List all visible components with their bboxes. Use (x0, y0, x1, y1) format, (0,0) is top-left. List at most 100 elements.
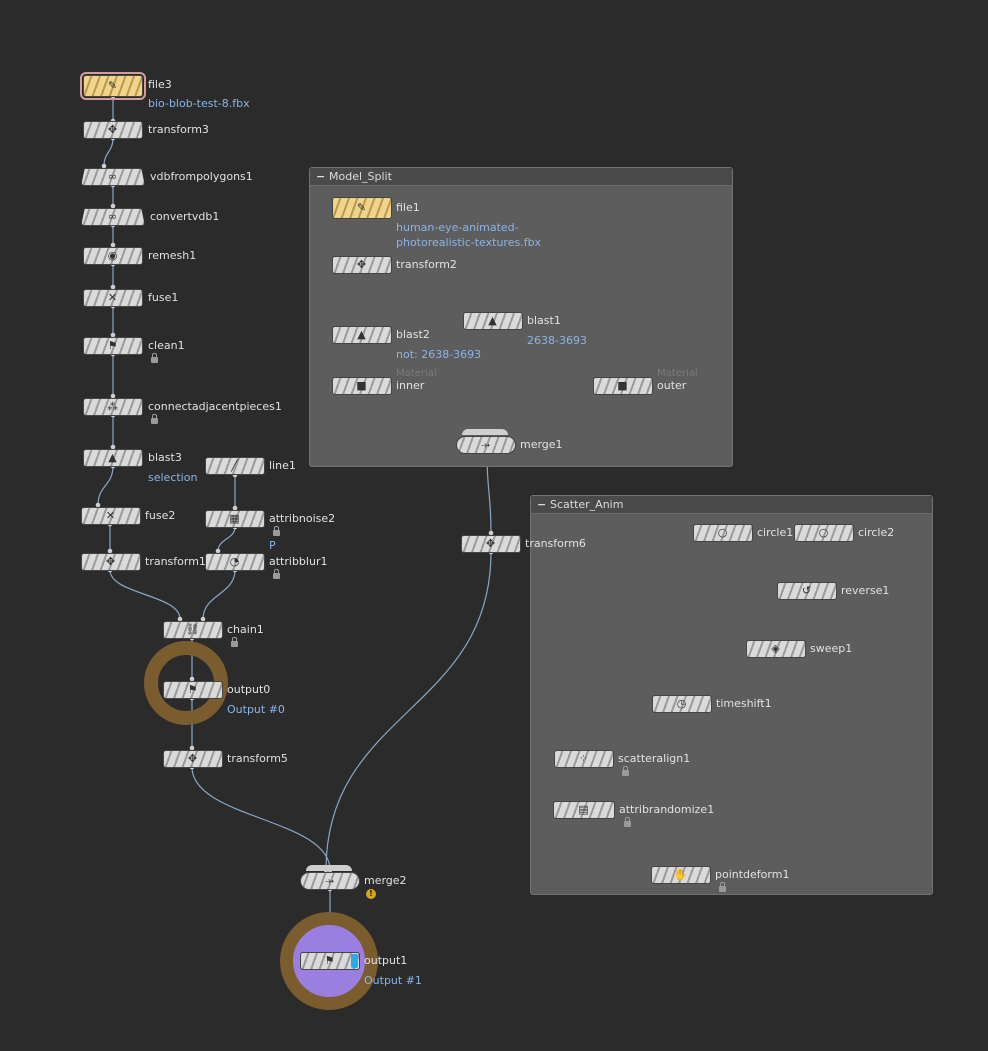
lock-icon[interactable] (273, 569, 280, 579)
node-tile[interactable]: ◷ (652, 695, 712, 713)
node-tile[interactable]: ✥ (81, 553, 141, 571)
node-label: timeshift1 (716, 697, 772, 710)
node-tile[interactable]: ▦ (205, 510, 265, 528)
node-tile[interactable]: ■ (593, 377, 653, 395)
node-tile[interactable]: ◈ (746, 640, 806, 658)
node-label: fuse1 (148, 291, 179, 304)
node-tile[interactable]: ○ (794, 524, 854, 542)
port (101, 163, 107, 169)
lock-icon[interactable] (624, 817, 631, 827)
node-label: file1 (396, 201, 420, 214)
lock-icon[interactable] (273, 526, 280, 536)
clock-icon: ◷ (676, 697, 687, 710)
lock-icon[interactable] (231, 637, 238, 647)
node-label: sweep1 (810, 642, 853, 655)
node-label: transform5 (227, 752, 288, 765)
node-label: file3 (148, 78, 172, 91)
port (110, 444, 116, 450)
node-tile[interactable]: ∞ (81, 168, 145, 186)
port (189, 745, 195, 751)
warning-icon[interactable]: ! (366, 889, 376, 899)
node-label: convertvdb1 (150, 210, 220, 223)
node-tile[interactable]: ∞ (81, 208, 145, 226)
transform-icon: ✥ (485, 537, 496, 550)
wire (191, 766, 331, 871)
material-icon: ■ (356, 379, 367, 392)
node-tile[interactable]: ✥ (163, 750, 223, 768)
node-tile[interactable]: ▲ (463, 312, 523, 330)
port (110, 284, 116, 290)
material-icon: ■ (617, 379, 628, 392)
node-tile[interactable]: ⛓ (163, 621, 223, 639)
network-box-header[interactable]: −Scatter_Anim (531, 496, 932, 514)
node-tile[interactable]: ■ (332, 377, 392, 395)
node-tile[interactable]: ◔ (205, 553, 265, 571)
node-tile[interactable]: ╱ (205, 457, 265, 475)
lock-icon[interactable] (719, 882, 726, 892)
node-label: clean1 (148, 339, 185, 352)
transform-icon: ✥ (107, 123, 118, 136)
port (232, 505, 238, 511)
node-tile[interactable]: ⤞ (456, 436, 516, 454)
node-tile[interactable]: ▲ (83, 449, 143, 467)
blur-icon: ◔ (229, 555, 240, 568)
node-tile[interactable]: ▤ (553, 801, 615, 819)
connect-icon: ⁂ (107, 400, 118, 413)
node-label: blast2 (396, 328, 430, 341)
port (107, 548, 113, 554)
network-box-title: Scatter_Anim (550, 498, 624, 511)
node-tile[interactable]: ✥ (83, 121, 143, 139)
collapse-icon[interactable]: − (316, 170, 326, 183)
node-label: remesh1 (148, 249, 197, 262)
node-label: attribblur1 (269, 555, 328, 568)
reverse-icon: ↺ (801, 584, 812, 597)
node-tile[interactable]: ⚑ (83, 337, 143, 355)
node-label: chain1 (227, 623, 264, 636)
wire (202, 569, 236, 620)
node-tile[interactable]: ✕ (81, 507, 141, 525)
node-tile[interactable]: ⁂ (83, 398, 143, 416)
vdb-icon: ∞ (107, 210, 118, 223)
merge-icon: ⤞ (325, 874, 334, 887)
transform-icon: ✥ (187, 752, 198, 765)
node-tile[interactable]: ⁘ (554, 750, 614, 768)
node-comment: Output #1 (364, 974, 422, 987)
lock-icon[interactable] (151, 353, 158, 363)
sweep-icon: ◈ (771, 642, 780, 655)
lock-icon[interactable] (151, 414, 158, 424)
node-label: attribrandomize1 (619, 803, 715, 816)
network-box-scatter-anim[interactable]: −Scatter_Anim (530, 495, 933, 895)
port (110, 332, 116, 338)
node-tile[interactable]: ✕ (83, 289, 143, 307)
transform-icon: ✥ (356, 258, 367, 271)
node-comment: selection (148, 471, 198, 484)
node-tile[interactable]: ⤞ (300, 872, 360, 890)
node-tile[interactable]: ◉ (83, 247, 143, 265)
node-tile[interactable]: ▲ (332, 326, 392, 344)
node-tile[interactable]: ✥ (332, 256, 392, 274)
node-tile[interactable]: ↺ (777, 582, 837, 600)
node-comment: Output #0 (227, 703, 285, 716)
node-tile[interactable]: ○ (693, 524, 753, 542)
node-tile[interactable]: ✎ (332, 197, 392, 219)
output-icon: ⚑ (324, 954, 335, 967)
merge-cap (306, 865, 352, 871)
port (110, 203, 116, 209)
node-label: fuse2 (145, 509, 176, 522)
network-box-header[interactable]: −Model_Split (310, 168, 732, 186)
collapse-icon[interactable]: − (537, 498, 547, 511)
node-comment: 2638-3693 (527, 334, 587, 347)
node-tile[interactable]: ✥ (461, 535, 521, 553)
display-flag-icon[interactable] (351, 954, 358, 968)
node-comment: P (269, 539, 276, 552)
node-comment: human-eye-animated- photorealistic-textu… (396, 221, 542, 249)
lock-icon[interactable] (622, 766, 629, 776)
fuse-icon: ✕ (105, 509, 116, 522)
node-comment: bio-blob-test-8.fbx (148, 97, 250, 110)
wire (97, 465, 114, 506)
broom-icon: ⚑ (107, 339, 118, 352)
node-tile[interactable]: ✋ (651, 866, 711, 884)
node-tile[interactable]: ⚑ (163, 681, 223, 699)
node-tile[interactable]: ✎ (80, 72, 146, 100)
node-tile[interactable]: ⚑ (300, 952, 360, 970)
